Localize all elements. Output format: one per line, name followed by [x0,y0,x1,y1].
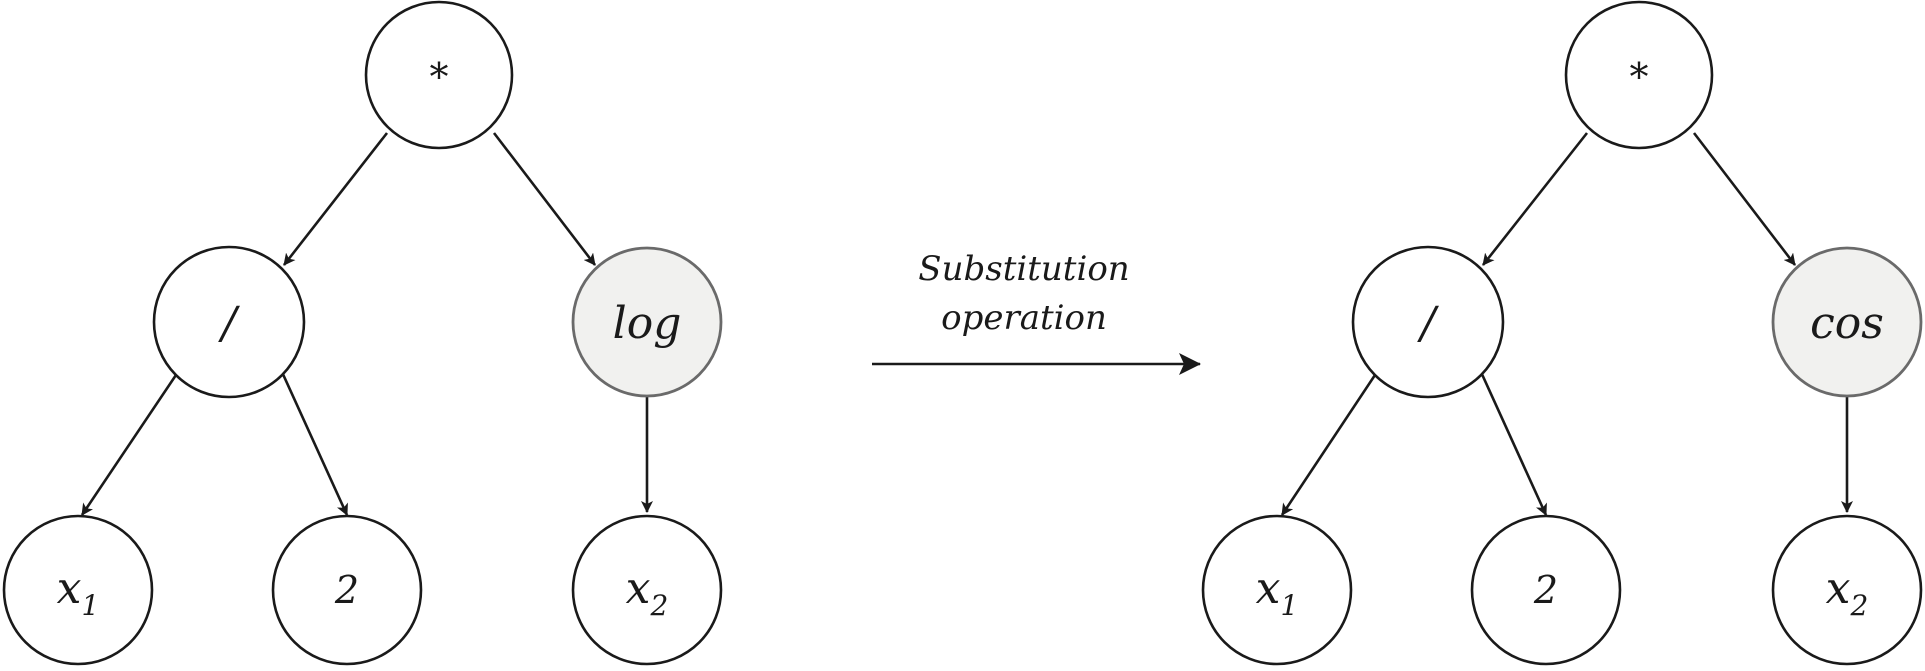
node-multiply: * [1564,0,1714,150]
operation-caption-line1: Substitution [918,249,1129,289]
node-x1: x1 [2,514,154,666]
edge-div-to-x1 [1280,371,1379,516]
edge-root-to-func [1692,132,1797,266]
node-divide-label: / [1417,298,1440,349]
node-multiply: * [364,0,514,150]
node-multiply-label: * [430,55,449,99]
substitution-operation: Substitution operation [872,249,1201,375]
edge-root-to-div [282,132,389,266]
node-x2: x2 [1771,514,1923,666]
operation-caption-line2: operation [941,298,1107,338]
node-divide: / [152,245,306,399]
node-divide-label: / [218,298,241,349]
tree-before: * / log x1 2 x2 [2,0,723,666]
node-divide: / [1351,245,1505,399]
edge-div-to-x1 [80,371,180,516]
node-x1-label: x1 [1256,563,1299,622]
node-function-label: log [613,298,682,349]
node-function-label: cos [1810,298,1884,349]
node-x1: x1 [1201,514,1353,666]
edge-div-to-two [1479,371,1548,516]
node-x1-label: x1 [57,563,100,622]
node-two: 2 [271,514,423,666]
node-x2: x2 [571,514,723,666]
node-function: log [571,246,723,398]
node-x2-label: x2 [626,563,669,622]
tree-after: * / cos x1 2 x2 [1201,0,1923,666]
node-two-label: 2 [334,568,359,612]
edge-div-to-two [280,371,349,516]
edge-root-to-func [492,132,597,266]
node-two-label: 2 [1533,568,1558,612]
node-x2-label: x2 [1826,563,1869,622]
node-function: cos [1771,246,1923,398]
edge-root-to-div [1481,132,1589,266]
node-two: 2 [1470,514,1622,666]
node-multiply-label: * [1630,55,1649,99]
